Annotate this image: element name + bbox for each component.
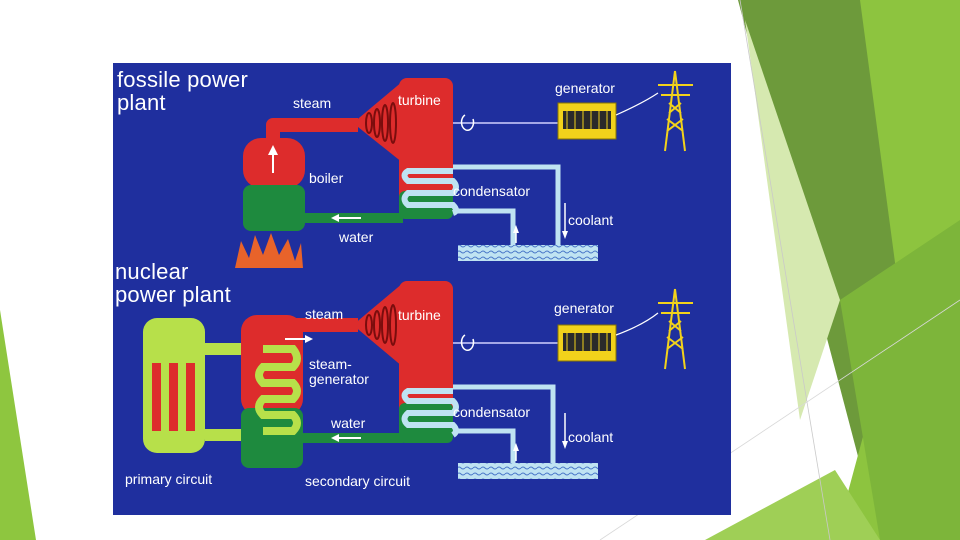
nuclear-turbine-blades (365, 304, 397, 346)
power-plant-diagram (143, 70, 693, 479)
left-green-sliver (0, 310, 36, 540)
fossil-turbine-cone (353, 81, 403, 163)
fossil-turbine-blades (365, 102, 397, 144)
fuel-rod-3 (186, 363, 195, 431)
nuclear-generator (557, 324, 617, 362)
deco-line-1 (739, 0, 831, 540)
fuel-rod-1 (152, 363, 161, 431)
nuclear-condenser-coil (401, 388, 459, 438)
nuclear-power-line (615, 312, 659, 336)
fossil-condenser-coil (401, 168, 459, 216)
nuclear-generator-label: generator (554, 300, 614, 316)
fossil-coolant-pipe (453, 164, 561, 245)
boiler-bottom (243, 185, 305, 231)
fossil-water-label: water (339, 229, 374, 245)
fossil-coolant-label: coolant (568, 212, 614, 228)
nuclear-turbine-cone (353, 283, 403, 367)
fossil-steam-label: steam (293, 95, 332, 111)
nuclear-coolant-return (453, 428, 516, 463)
rotation-arrow-icon (460, 114, 475, 131)
fossil-coolant-return (453, 208, 516, 245)
rotation-arrow-icon (460, 334, 475, 351)
fuel-rod-2 (169, 363, 178, 431)
fossil-water-arrowhead (331, 214, 339, 222)
nuclear-coolant-pipe (453, 384, 556, 463)
nuclear-cooling-water (458, 463, 598, 479)
flame-icon (235, 233, 303, 268)
steam-generator-coil (255, 345, 301, 435)
boiler-arrowhead (268, 145, 278, 155)
fossil-generator (557, 102, 617, 140)
fossil-plant (235, 70, 693, 268)
pylon-icon (658, 70, 693, 152)
nuclear-coolant-arrowhead-up (513, 443, 519, 451)
right-mid-green-shape (840, 220, 960, 540)
bottom-right-green-shape (705, 470, 880, 540)
fossil-coolant-arrowhead-up (513, 225, 519, 233)
pylon-icon (658, 288, 693, 370)
nuclear-coolant-arrowhead-down (562, 441, 568, 449)
steam-generator-label: steam- generator (309, 356, 369, 387)
fossil-power-line (615, 92, 659, 116)
fossil-cooling-water (458, 245, 598, 261)
nuclear-turbine-label: turbine (398, 307, 441, 323)
nuclear-water-label: water (331, 415, 366, 431)
fossil-coolant-arrowhead-down (562, 231, 568, 239)
fossil-title: fossile power plant (117, 67, 248, 116)
fossil-condensator-label: condensator (453, 183, 531, 199)
fossil-turbine-label: turbine (398, 92, 441, 108)
nuclear-water-arrowhead (331, 434, 339, 442)
nuclear-title: nuclear power plant (115, 259, 231, 308)
secondary-circuit-label: secondary circuit (305, 473, 411, 489)
primary-circuit-label: primary circuit (125, 471, 213, 487)
fossil-water-pipe (300, 213, 403, 223)
right-pale-green-shape (745, 20, 840, 420)
nuclear-condensator-label: condensator (453, 404, 531, 420)
nuclear-coolant-label: coolant (568, 429, 614, 445)
fossil-generator-label: generator (555, 80, 615, 96)
power-plant-figure: fossile power plant steam turbine genera… (113, 63, 731, 515)
steam-generator-bottom (241, 408, 303, 468)
nuclear-plant (143, 281, 693, 479)
nuclear-steam-arrowhead (305, 335, 313, 343)
nuclear-steam-label: steam (305, 306, 344, 322)
boiler-label: boiler (309, 170, 344, 186)
